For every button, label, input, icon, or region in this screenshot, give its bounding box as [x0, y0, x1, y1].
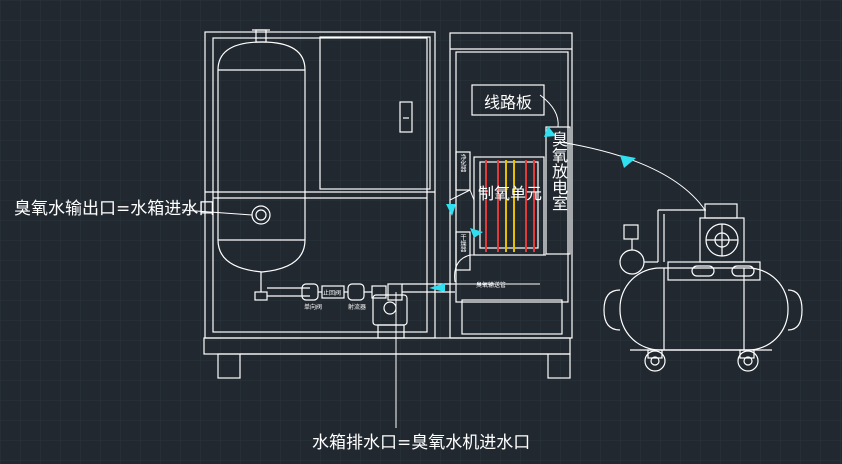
arrow-air-in — [620, 155, 636, 168]
control-box — [319, 36, 431, 190]
pipe-label: 臭氧输送管 — [476, 282, 507, 289]
wheel-left — [644, 350, 666, 372]
circuit-board-box — [471, 84, 545, 116]
circuit-board-label: 线路板 — [484, 93, 533, 112]
valve-3-label: 射流器 — [348, 304, 367, 311]
arrow-ozone-out — [429, 283, 445, 292]
ozone-water-outlet-label: 臭氧水输出口=水箱进水口 — [14, 199, 216, 219]
purifier-label: 净化器 — [459, 154, 466, 172]
arrow-left-down — [446, 204, 456, 216]
flow-arrows — [429, 126, 636, 292]
discharge-chamber-label: 臭氧放电室 — [549, 131, 568, 211]
tank-drain-label: 水箱排水口=臭氧水机进水口 — [312, 433, 531, 453]
valve-2-label: 止回阀 — [323, 290, 342, 297]
arrow-into-unit — [470, 228, 483, 238]
arrow-discharge — [544, 126, 556, 137]
ozone-machine-cabinet — [449, 32, 573, 339]
flow-lines — [181, 94, 706, 428]
wheel-right — [737, 350, 759, 372]
valve-1-label: 单向阀 — [304, 304, 323, 311]
equipment-outlines — [203, 29, 803, 379]
ozone-unit-label: 制氧单元 — [478, 184, 543, 203]
dryer-label: 干燥器 — [459, 234, 466, 252]
gauge — [399, 101, 413, 133]
ozone-tubes — [485, 160, 535, 252]
